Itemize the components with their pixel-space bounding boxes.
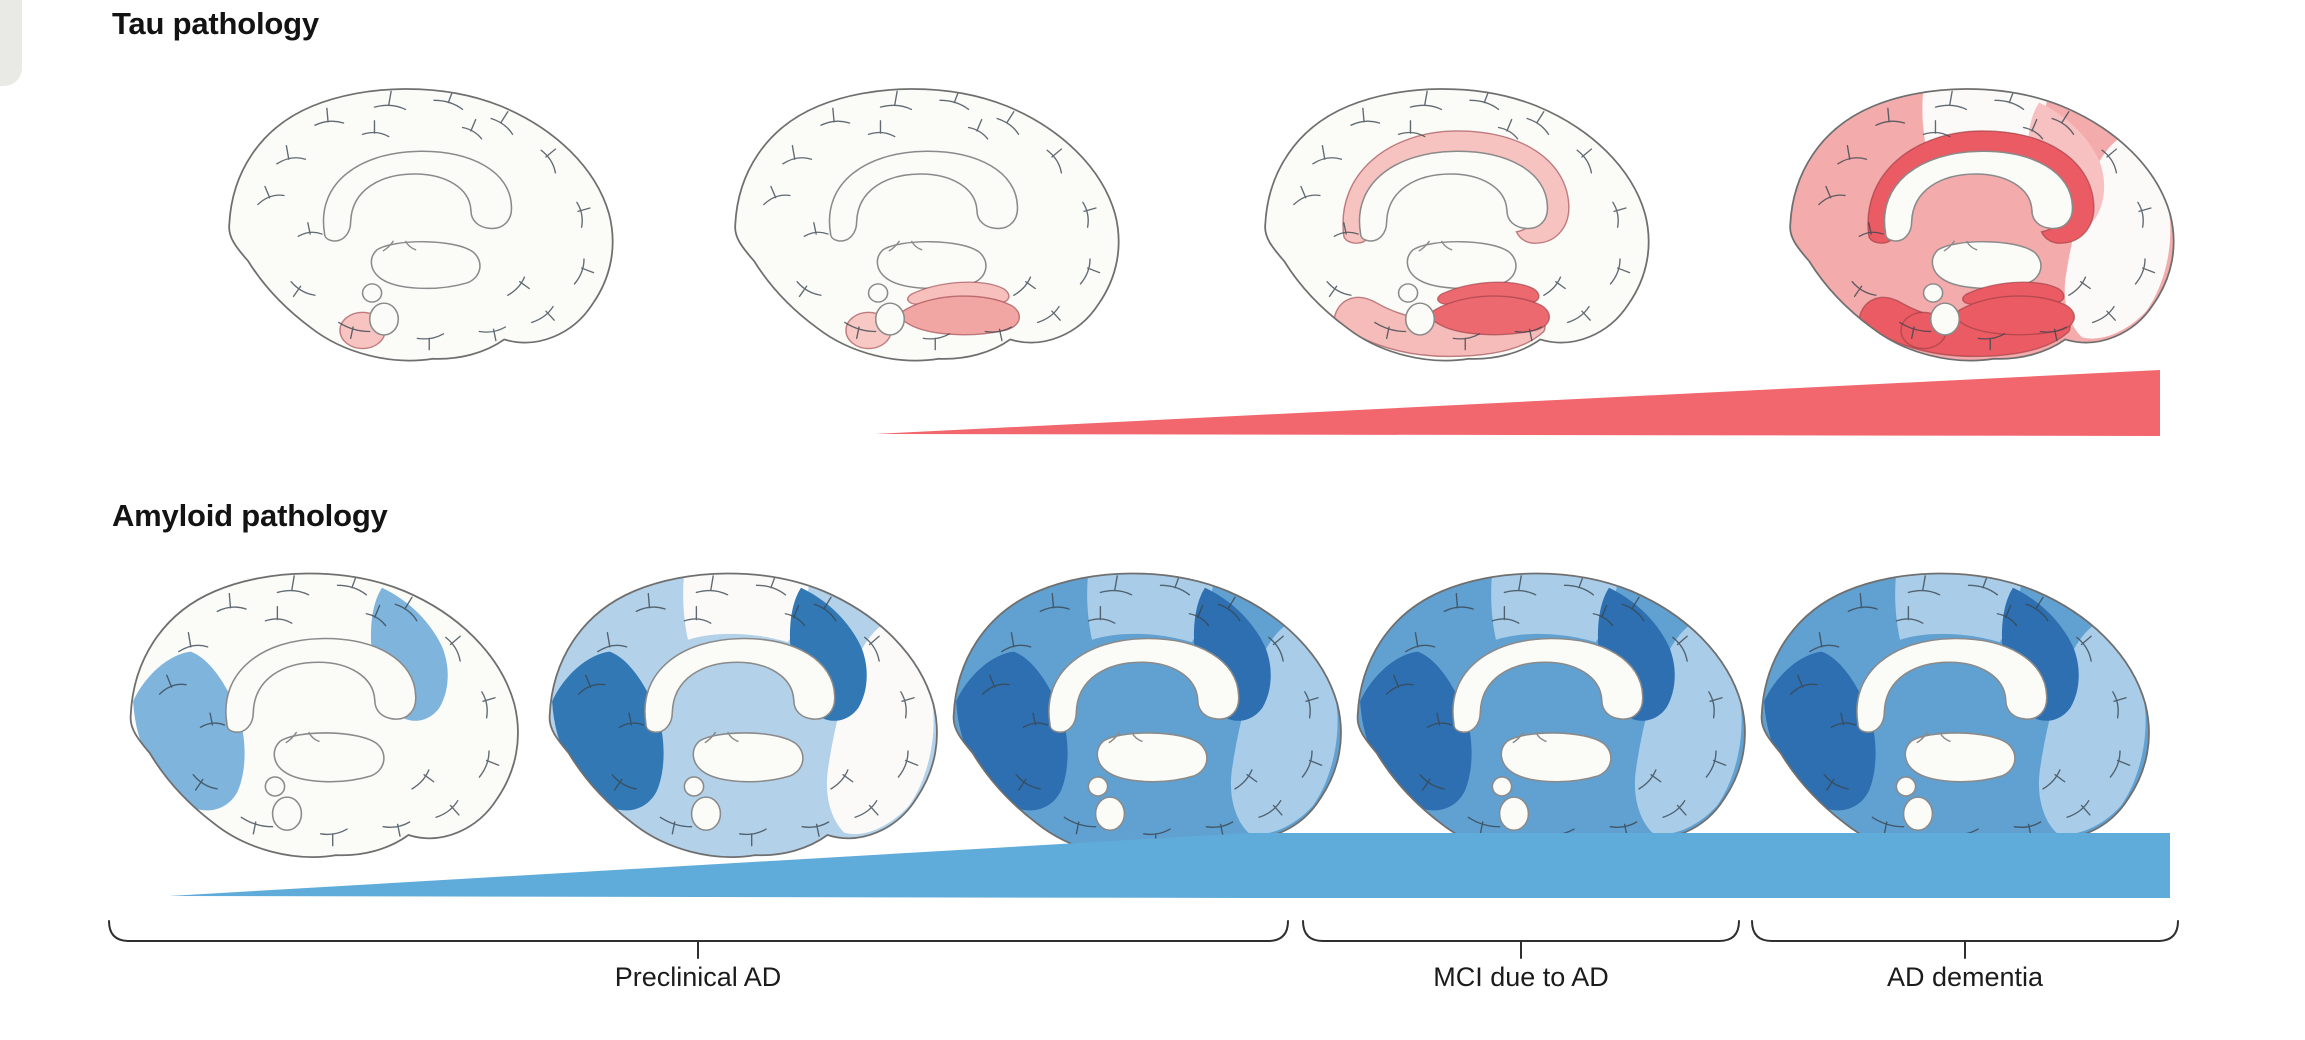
bracket-mci <box>1302 920 1740 959</box>
bracket-preclinical <box>108 920 1289 959</box>
amyloid-section-title: Amyloid pathology <box>112 498 388 533</box>
tau-section-title: Tau pathology <box>112 6 319 41</box>
corner-tab <box>0 0 22 86</box>
tau-brain-stage-2 <box>690 55 1190 395</box>
tau-brain-stage-1 <box>184 55 684 395</box>
bracket-dementia <box>1751 920 2179 959</box>
tau-brain-stage-4 <box>1745 55 2245 395</box>
stage-label-dementia: AD dementia <box>1886 962 2044 992</box>
amyloid-brain-stage-4 <box>1312 538 1817 893</box>
amyloid-brain-stage-1 <box>85 538 590 893</box>
stage-label-mci: MCI due to AD <box>1433 962 1609 992</box>
amyloid-brain-stage-2 <box>504 538 1009 893</box>
stage-label-preclinical: Preclinical AD <box>614 962 782 992</box>
amyloid-brain-stage-3 <box>908 538 1413 893</box>
amyloid-brain-stage-5 <box>1716 538 2221 893</box>
tau-brain-stage-3 <box>1220 55 1720 395</box>
